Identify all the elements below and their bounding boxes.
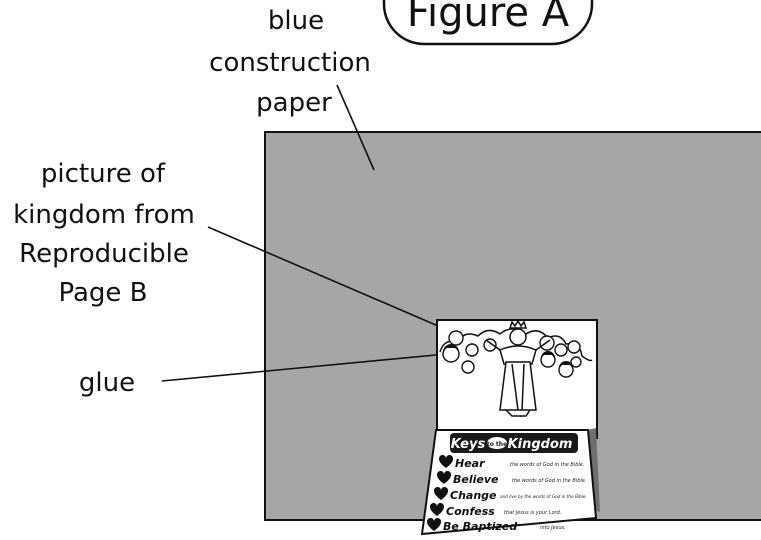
- banner-kingdom-text: Kingdom: [508, 437, 573, 452]
- key-desc-2: the words of God in the Bible.: [512, 478, 586, 484]
- keys-row: Believe the words of God in the Bible.: [436, 470, 586, 486]
- keys-row: Change and live by the words of God in t…: [433, 486, 587, 502]
- key-word-2: Believe: [453, 473, 499, 486]
- key-word-5: Be Baptized: [443, 520, 517, 533]
- figure-title-bubble: Figure A: [382, 0, 594, 46]
- picture-label-line-4: Page B: [58, 278, 147, 308]
- picture-label-line-2: kingdom from: [13, 200, 195, 230]
- keys-row: Confess that Jesus is your Lord.: [429, 502, 561, 518]
- key-desc-4: that Jesus is your Lord.: [504, 510, 561, 516]
- glue-leader-line: [161, 353, 447, 382]
- keys-list: Hear the words of God in the Bible. Beli…: [426, 454, 587, 533]
- key-word-3: Change: [450, 489, 497, 502]
- paper-label-line-3: paper: [256, 88, 332, 118]
- paper-label: blue construction paper: [209, 6, 371, 118]
- key-desc-1: the words of God in the Bible.: [510, 462, 584, 468]
- paper-leader-line: [336, 84, 375, 171]
- key-desc-5: into Jesus.: [540, 525, 566, 531]
- key-desc-3: and live by the words of God in the Bibl…: [500, 494, 587, 499]
- picture-label-line-1: picture of: [41, 159, 166, 189]
- keys-row: Be Baptized into Jesus.: [426, 517, 566, 533]
- kingdom-picture: [436, 319, 598, 439]
- paper-label-line-2: construction: [209, 48, 371, 78]
- banner-to-the-text: to the: [487, 441, 507, 448]
- picture-label: picture of kingdom from Reproducible Pag…: [13, 159, 195, 308]
- card-banner: Keys to the Kingdom: [450, 433, 578, 453]
- crowd-hair: [443, 344, 573, 368]
- heart-icon: [433, 486, 449, 500]
- picture-leader-line: [207, 226, 467, 339]
- figure-title: Figure A: [407, 0, 570, 36]
- banner-keys-text: Keys: [451, 437, 486, 452]
- card-body: [420, 429, 598, 536]
- key-word-1: Hear: [455, 457, 485, 470]
- heart-icon: [429, 502, 445, 516]
- heart-icon: [438, 454, 454, 468]
- heart-icon: [426, 517, 442, 531]
- heart-icon: [436, 470, 452, 484]
- jesus-figure: [485, 319, 551, 417]
- keys-to-kingdom-card: Keys to the Kingdom Hear the words of Go…: [420, 428, 600, 536]
- keys-row: Hear the words of God in the Bible.: [438, 454, 584, 470]
- glue-label: glue: [79, 368, 135, 398]
- paper-label-line-1: blue: [268, 6, 324, 36]
- picture-label-line-3: Reproducible: [19, 239, 189, 269]
- key-word-4: Confess: [446, 505, 495, 518]
